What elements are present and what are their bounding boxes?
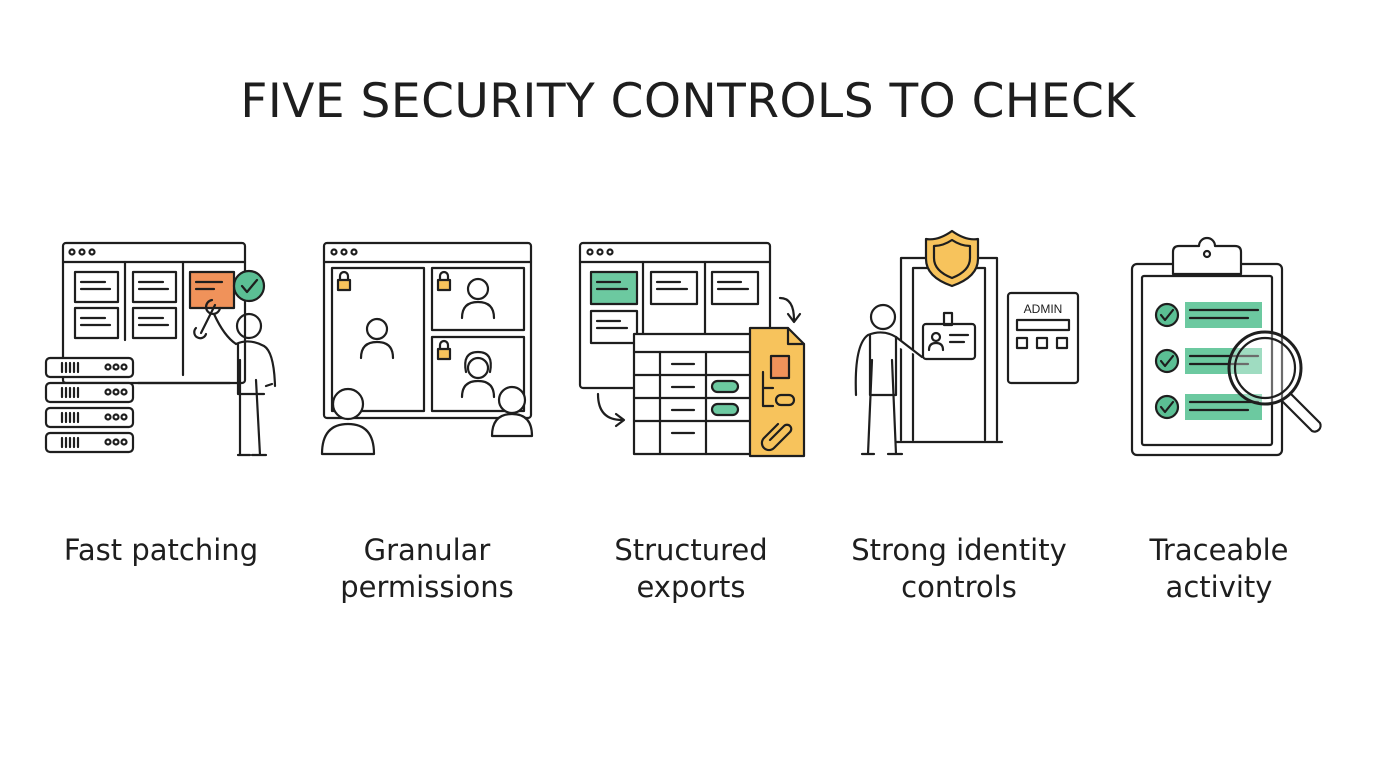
locked-users-icon xyxy=(320,241,534,456)
label-strong-identity-controls: Strong identity controls xyxy=(830,532,1088,606)
label-line1: Strong identity xyxy=(851,533,1067,567)
label-line1: Granular xyxy=(363,533,491,567)
data-export-icon xyxy=(578,241,806,458)
label-line1: Structured xyxy=(614,533,768,567)
label-line2: controls xyxy=(901,570,1017,604)
label-line2: permissions xyxy=(340,570,514,604)
label-line1: Fast patching xyxy=(63,533,259,567)
admin-label: ADMIN xyxy=(1024,302,1063,316)
page-title: FIVE SECURITY CONTROLS TO CHECK xyxy=(240,74,1136,129)
label-traceable-activity: Traceable activity xyxy=(1110,532,1328,606)
label-line1: Traceable xyxy=(1149,533,1289,567)
clipboard-audit-icon xyxy=(1130,236,1322,457)
server-patching-icon xyxy=(44,241,277,457)
label-line2: activity xyxy=(1165,570,1273,604)
id-badge-shield-icon: ADMIN xyxy=(854,229,1080,456)
label-structured-exports: Structured exports xyxy=(580,532,802,606)
label-granular-permissions: Granular permissions xyxy=(310,532,544,606)
label-line2: exports xyxy=(636,570,746,604)
label-fast-patching: Fast patching xyxy=(40,532,282,569)
